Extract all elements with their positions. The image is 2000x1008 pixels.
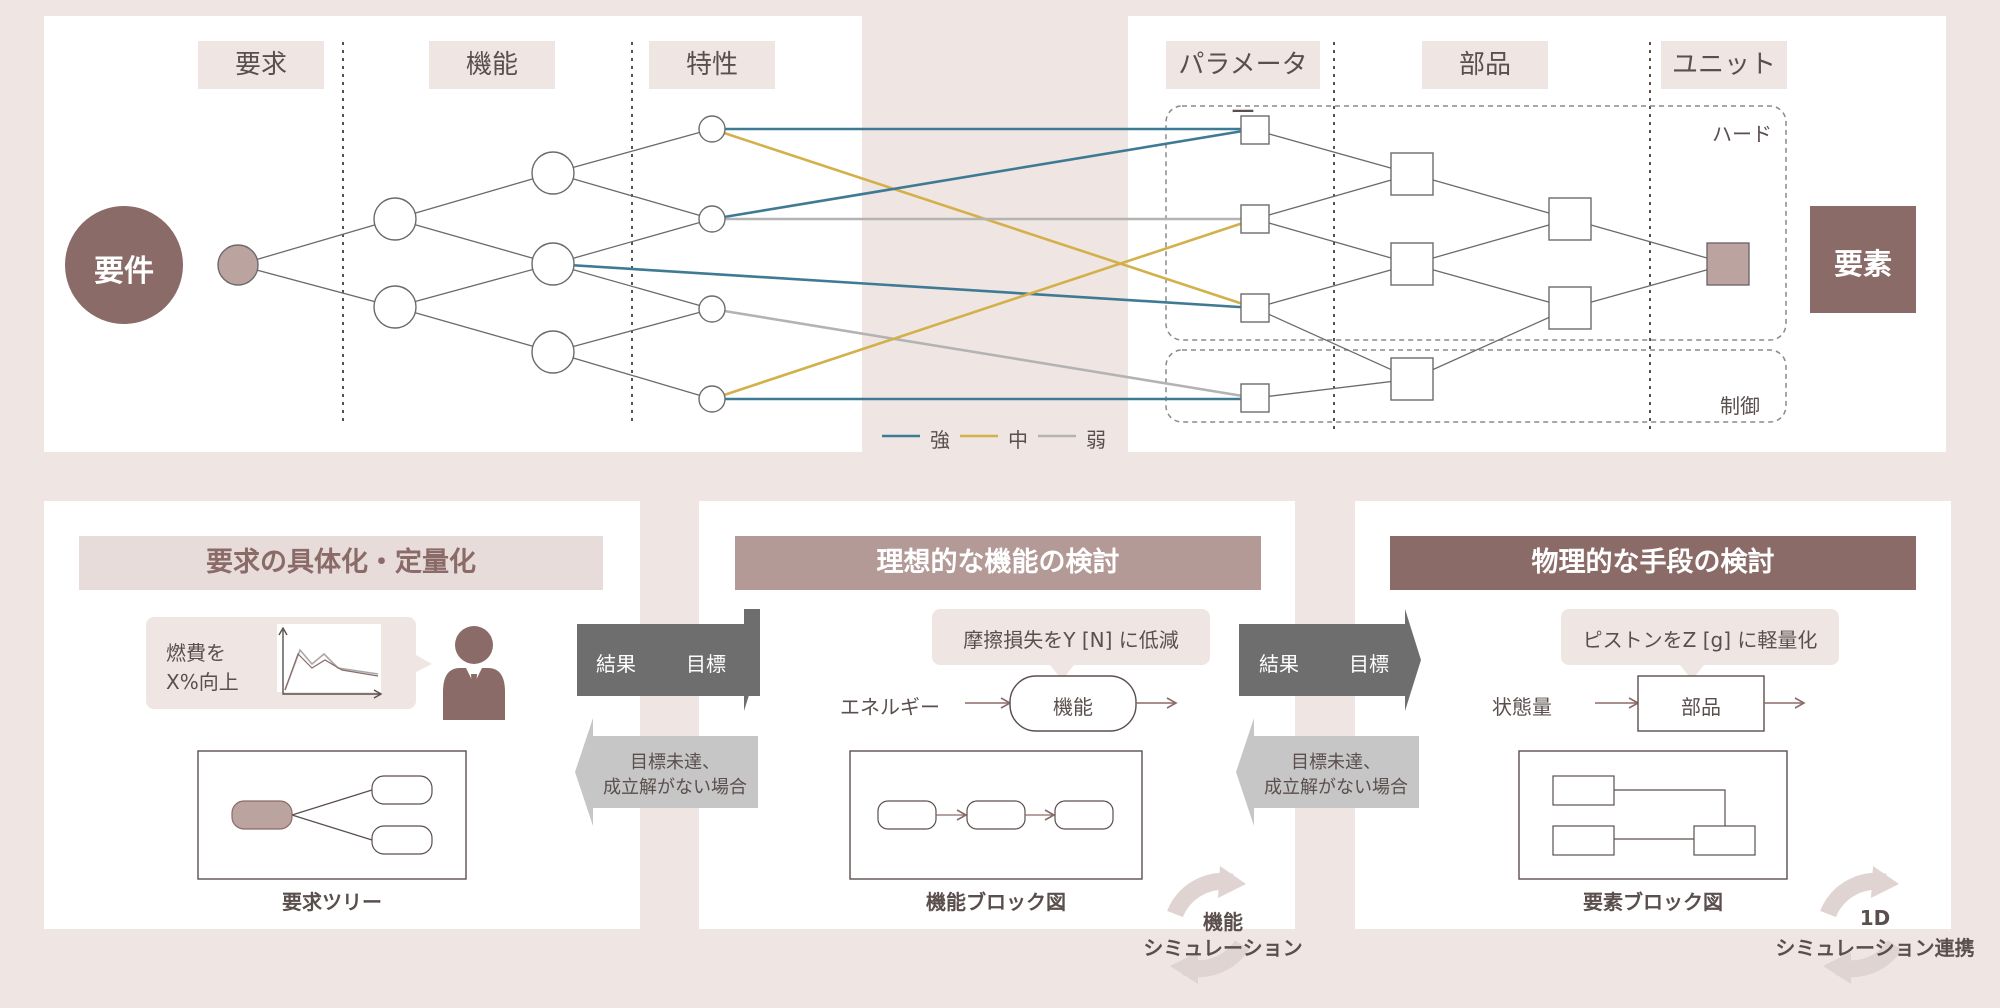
hard-group-label: ハード	[1712, 122, 1772, 146]
speech-bubble	[932, 609, 1210, 665]
column-label-requirement: 要求	[198, 41, 324, 89]
element-block	[1693, 825, 1756, 856]
parameter-node	[1240, 204, 1270, 234]
requirement-network-diagram	[65, 42, 1916, 438]
bubble-text: ピストンをZ [g] に軽量化	[1582, 628, 1818, 652]
mini-chart-axes	[278, 626, 383, 699]
panel-title-requirement: 要求の具体化・定量化	[79, 536, 603, 590]
part-node	[1390, 357, 1434, 401]
characteristic-node	[698, 295, 726, 323]
control-group-label: 制御	[1720, 394, 1760, 418]
hard-group-box	[1165, 105, 1787, 341]
function-box-label: 機能	[1053, 695, 1093, 719]
forward-arrow	[1239, 609, 1421, 711]
input-label-energy: エネルギー	[840, 695, 940, 719]
unit-node	[1706, 242, 1750, 286]
back-arrow-line2: 成立解がない場合	[1264, 777, 1408, 798]
caption-requirement-tree: 要求ツリー	[282, 890, 382, 914]
tree-child-node	[371, 775, 433, 805]
part-node	[1390, 152, 1434, 196]
panel-title-function: 理想的な機能の検討	[735, 536, 1261, 590]
function-node	[373, 197, 417, 241]
bubble-text: 摩擦損失をY [N] に低減	[963, 628, 1179, 652]
parameter-node	[1240, 383, 1270, 413]
control-group-box	[1165, 349, 1787, 423]
parameter-node	[1240, 293, 1270, 323]
speech-bubble	[1561, 609, 1839, 665]
cycle-label-line2: シミュレーション連携	[1775, 936, 1975, 960]
panel-title-physical: 物理的な手段の検討	[1390, 536, 1916, 590]
function-block	[966, 800, 1026, 830]
cycle-label-line1: 機能	[1203, 910, 1243, 934]
link-strong	[711, 127, 1256, 221]
element-block-diagram-box	[1518, 750, 1788, 880]
arrow-target-label: 目標	[1349, 652, 1389, 676]
requirement-tree-box	[197, 750, 467, 880]
parameter-node	[1240, 115, 1270, 145]
requirement-badge-label: 要件	[94, 254, 154, 289]
legend-medium-label: 中	[1008, 428, 1028, 452]
link-strong	[552, 262, 1256, 310]
legend-strong-label: 強	[930, 428, 950, 452]
person-icon	[443, 626, 505, 720]
bottom-diagrams	[146, 609, 1903, 984]
back-arrow-line1: 目標未達、	[1291, 752, 1381, 773]
function-node	[531, 151, 575, 195]
back-arrow-line2: 成立解がない場合	[603, 777, 747, 798]
column-label-characteristic: 特性	[649, 41, 775, 89]
link-medium	[711, 217, 1256, 401]
column-label-part: 部品	[1422, 41, 1548, 89]
function-node	[531, 330, 575, 374]
back-arrow-line1: 目標未達、	[630, 752, 720, 773]
mini-chart-line	[284, 652, 379, 691]
tree-child-node	[371, 825, 433, 855]
element-block	[1552, 775, 1615, 806]
characteristic-node	[698, 115, 726, 143]
element-badge	[1810, 206, 1916, 313]
part-box-label: 部品	[1681, 695, 1721, 719]
characteristic-node	[698, 385, 726, 413]
cycle-label-line1: 1D	[1859, 906, 1891, 930]
bubble-text-line2: X%向上	[166, 670, 239, 694]
characteristic-node	[698, 205, 726, 233]
part-node	[1548, 197, 1592, 241]
arrow-target-label: 目標	[686, 652, 726, 676]
input-label-state: 状態量	[1492, 695, 1552, 719]
column-label-parameter: パラメーター	[1166, 41, 1320, 128]
function-block	[1054, 800, 1114, 830]
bubble-text-line1: 燃費を	[166, 641, 226, 665]
arrow-result-label: 結果	[1259, 652, 1299, 676]
back-arrow	[575, 718, 758, 826]
column-label-unit: ユニット	[1661, 41, 1787, 89]
tree-root-node	[231, 800, 293, 830]
caption-function-block: 機能ブロック図	[926, 890, 1066, 914]
part-node	[1548, 286, 1592, 330]
caption-element-block: 要素ブロック図	[1583, 890, 1723, 914]
part-node	[1390, 242, 1434, 286]
element-badge-label: 要素	[1833, 247, 1892, 281]
part-box	[1637, 675, 1765, 732]
function-node	[531, 242, 575, 286]
legend-weak-label: 弱	[1086, 428, 1106, 452]
column-label-function: 機能	[429, 41, 555, 89]
cycle-label-line2: シミュレーション	[1143, 936, 1303, 960]
function-node	[373, 285, 417, 329]
requirement-badge	[65, 206, 183, 324]
element-block	[1552, 825, 1615, 856]
requirement-root-node	[217, 244, 259, 286]
link-weak	[711, 307, 1256, 400]
function-block	[877, 800, 937, 830]
arrow-result-label: 結果	[596, 652, 636, 676]
back-arrow	[1236, 718, 1419, 826]
forward-arrow	[577, 609, 760, 696]
